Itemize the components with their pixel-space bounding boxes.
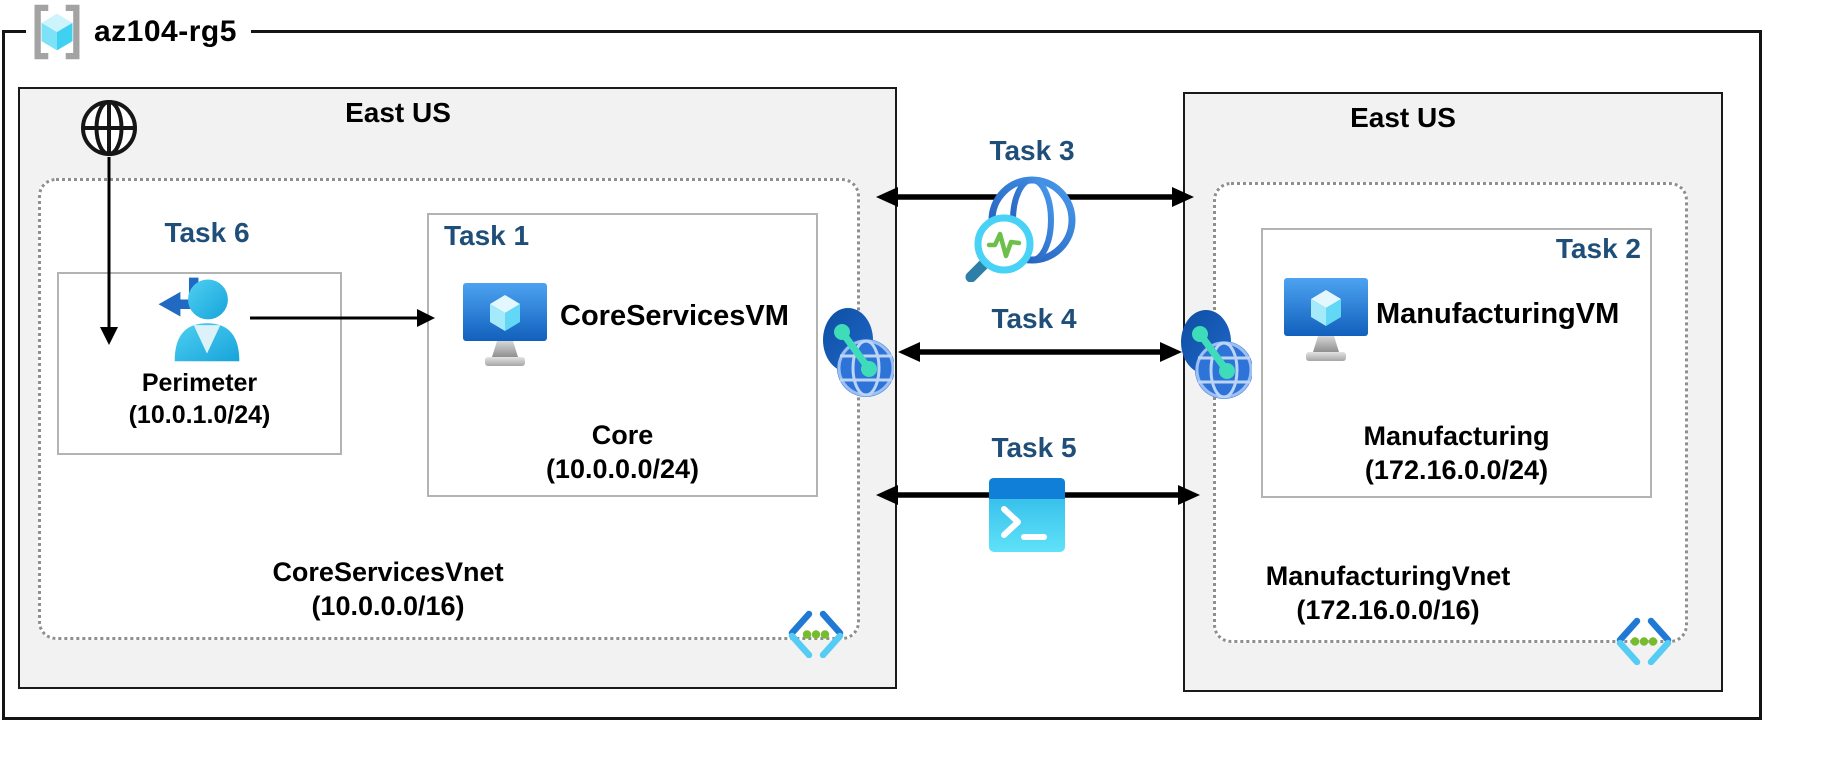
manufacturing-vm-name: ManufacturingVM — [1376, 298, 1620, 330]
task4-label: Task 4 — [991, 303, 1077, 334]
vnet-peering-icon — [823, 308, 894, 397]
manufacturing-subnet-cidr: (172.16.0.0/24) — [1364, 455, 1549, 485]
code-brackets-icon — [788, 610, 844, 658]
manufacturing-subnet-label: Manufacturing (172.16.0.0/24) — [1261, 419, 1652, 487]
core-subnet-label: Core (10.0.0.0/24) — [427, 418, 818, 486]
region-right-title: East US — [1350, 102, 1456, 133]
coreservices-vnet-label: CoreServicesVnet (10.0.0.0/16) — [38, 555, 738, 623]
resource-group-header: az104-rg5 — [26, 0, 251, 64]
task5-label: Task 5 — [991, 432, 1077, 463]
coreservices-vm-name: CoreServicesVM — [560, 300, 789, 332]
manufacturing-vm-box — [1261, 228, 1652, 498]
task3-label: Task 3 — [989, 135, 1075, 166]
core-subnet-cidr: (10.0.0.0/24) — [545, 454, 700, 484]
task2-label: Task 2 — [1555, 233, 1641, 264]
perimeter-subnet-cidr: (10.0.1.0/24) — [128, 401, 271, 429]
manufacturing-vnet-cidr: (172.16.0.0/16) — [1296, 595, 1480, 625]
core-subnet-name: Core — [591, 420, 654, 450]
user-signin-icon — [158, 277, 240, 362]
resource-group-boundary — [2, 30, 1762, 720]
coreservices-vm-box — [427, 213, 818, 497]
internet-globe-icon — [81, 100, 137, 156]
manufacturing-vnet-label: ManufacturingVnet (172.16.0.0/16) — [1213, 559, 1563, 627]
perimeter-subnet-name: Perimeter — [141, 369, 258, 397]
virtual-machine-icon — [463, 283, 547, 366]
perimeter-subnet-box — [57, 272, 342, 455]
coreservices-vnet-name: CoreServicesVnet — [272, 557, 504, 587]
coreservices-vnet-cidr: (10.0.0.0/16) — [311, 591, 465, 621]
region-left-title: East US — [345, 97, 451, 128]
perimeter-subnet-label: Perimeter (10.0.1.0/24) — [57, 367, 342, 431]
resource-group-label: az104-rg5 — [94, 15, 237, 48]
code-brackets-icon — [1616, 617, 1672, 665]
manufacturing-subnet-name: Manufacturing — [1363, 421, 1550, 451]
resource-group-icon — [34, 4, 80, 60]
network-watcher-icon — [965, 176, 1076, 282]
vnet-peering-icon — [1181, 310, 1252, 399]
manufacturing-vnet-name: ManufacturingVnet — [1265, 561, 1511, 591]
task6-label: Task 6 — [164, 217, 250, 248]
cloud-shell-icon — [989, 478, 1065, 552]
virtual-machine-icon — [1284, 278, 1368, 361]
task1-label: Task 1 — [444, 220, 530, 251]
